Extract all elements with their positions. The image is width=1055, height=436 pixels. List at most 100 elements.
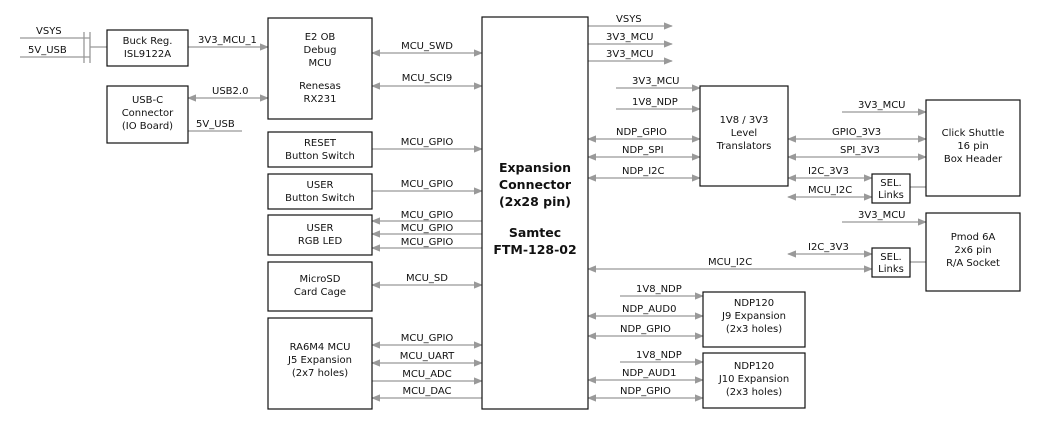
i2c-3v3-a-label: I2C_3V3 — [808, 166, 849, 177]
user-btn-line-1: USER — [307, 180, 334, 191]
usbc-5v-label: 5V_USB — [196, 119, 235, 130]
expansion-line-6: FTM-128-02 — [493, 242, 576, 257]
led-gpio-label-2: MCU_GPIO — [401, 223, 454, 234]
click-shuttle-block — [925, 99, 1021, 197]
translators-line-3: Translators — [716, 141, 772, 152]
usb2-label: USB2.0 — [212, 86, 248, 97]
ndp-j10-line-3: (2x3 holes) — [726, 387, 782, 398]
sel1-line-1: SEL. — [880, 178, 901, 189]
sel-links-block-1 — [871, 173, 911, 204]
ra-gpio-label: MCU_GPIO — [401, 333, 454, 344]
reset-button-block — [267, 131, 373, 168]
ndp-spi-label: NDP_SPI — [622, 145, 664, 156]
pmod-block — [925, 212, 1021, 292]
expansion-line-5: Samtec — [509, 225, 561, 240]
ra-dac-label: MCU_DAC — [402, 386, 451, 397]
sel2-line-1: SEL. — [880, 252, 901, 263]
usbc-line-2: Connector — [122, 108, 174, 119]
j9-aud0-label: NDP_AUD0 — [622, 304, 676, 315]
ndp-j9-line-3: (2x3 holes) — [726, 324, 782, 335]
vsys-input-label: VSYS — [36, 26, 62, 37]
userbtn-gpio-label: MCU_GPIO — [401, 179, 454, 190]
sci9-label: MCU_SCI9 — [402, 73, 453, 84]
e2ob-line-6: RX231 — [304, 94, 337, 105]
microsd-line-1: MicroSD — [300, 274, 341, 285]
out-vsys-label: VSYS — [616, 14, 642, 25]
expansion-line-1: Expansion — [499, 160, 571, 175]
pmod-line-2: 2x6 pin — [954, 245, 991, 256]
translators-line-2: Level — [731, 128, 757, 139]
j10-gpio-label: NDP_GPIO — [620, 386, 671, 397]
user-button-block — [267, 173, 373, 210]
led-gpio-label-1: MCU_GPIO — [401, 210, 454, 221]
user-btn-line-2: Button Switch — [285, 193, 355, 204]
usbc-line-3: (IO Board) — [122, 121, 173, 132]
e2ob-line-5: Renesas — [299, 81, 341, 92]
sd-label: MCU_SD — [406, 273, 448, 284]
buck-line-1: Buck Reg. — [123, 36, 173, 47]
usb5v-input-label: 5V_USB — [28, 45, 67, 56]
ra6m4-line-2: J5 Expansion — [287, 355, 352, 366]
user-led-line-1: USER — [307, 223, 334, 234]
reset-line-2: Button Switch — [285, 151, 355, 162]
reset-line-1: RESET — [304, 138, 337, 149]
mcu-3v3-1-label: 3V3_MCU_1 — [198, 35, 257, 46]
translators-line-1: 1V8 / 3V3 — [720, 115, 769, 126]
input-switch-symbol — [83, 32, 107, 63]
click-line-2: 16 pin — [957, 141, 988, 152]
pmod-3v3-label: 3V3_MCU — [858, 210, 906, 221]
click-3v3-label: 3V3_MCU — [858, 100, 906, 111]
ndp-gpio-label: NDP_GPIO — [616, 127, 667, 138]
microsd-block — [267, 261, 373, 312]
lt-3v3-label: 3V3_MCU — [632, 76, 680, 87]
e2ob-debug-block — [267, 17, 373, 120]
ndp-j10-line-1: NDP120 — [734, 361, 774, 372]
ra6m4-expansion-block — [267, 317, 373, 410]
sel1-line-2: Links — [878, 190, 904, 201]
sel-links-block-2 — [871, 247, 911, 278]
mcu-i2c-a-label: MCU_I2C — [808, 185, 852, 196]
ra6m4-line-1: RA6M4 MCU — [290, 342, 351, 353]
usbc-connector-block — [106, 85, 189, 144]
j9-gpio-label: NDP_GPIO — [620, 324, 671, 335]
ra-adc-label: MCU_ADC — [402, 369, 451, 380]
j10-1v8-label: 1V8_NDP — [636, 350, 682, 361]
out-3v3a-label: 3V3_MCU — [606, 32, 654, 43]
click-line-3: Box Header — [944, 154, 1003, 165]
ndp-i2c-label: NDP_I2C — [622, 166, 665, 177]
pmod-line-3: R/A Socket — [946, 258, 1000, 269]
expansion-line-2: Connector — [499, 177, 572, 192]
ra6m4-line-3: (2x7 holes) — [292, 368, 348, 379]
expansion-connector-block — [481, 16, 589, 410]
j9-1v8-label: 1V8_NDP — [636, 284, 682, 295]
user-led-line-2: RGB LED — [298, 236, 343, 247]
e2ob-line-1: E2 OB — [305, 32, 336, 43]
buck-regulator-block — [106, 29, 189, 67]
e2ob-line-2: Debug — [304, 45, 337, 56]
pmod-line-1: Pmod 6A — [951, 232, 996, 243]
spi-3v3-label: SPI_3V3 — [840, 145, 880, 156]
lt-1v8-label: 1V8_NDP — [632, 97, 678, 108]
click-line-1: Click Shuttle — [942, 128, 1005, 139]
led-gpio-label-3: MCU_GPIO — [401, 237, 454, 248]
ndp-j10-line-2: J10 Expansion — [718, 374, 789, 385]
ndp-j9-line-1: NDP120 — [734, 298, 774, 309]
swd-label: MCU_SWD — [401, 41, 453, 52]
buck-line-2: ISL9122A — [124, 49, 171, 60]
ra-uart-label: MCU_UART — [400, 351, 455, 362]
j10-aud1-label: NDP_AUD1 — [622, 368, 676, 379]
gpio-3v3-label: GPIO_3V3 — [832, 127, 881, 138]
expansion-line-3: (2x28 pin) — [499, 194, 571, 209]
out-3v3b-label: 3V3_MCU — [606, 49, 654, 60]
sel2-line-2: Links — [878, 264, 904, 275]
mcu-i2c-b-label: MCU_I2C — [708, 257, 752, 268]
usbc-line-1: USB-C — [132, 95, 163, 106]
e2ob-line-3: MCU — [309, 58, 332, 69]
microsd-line-2: Card Cage — [294, 287, 346, 298]
ndp-j10-block — [702, 352, 806, 409]
level-translators-block — [699, 85, 789, 187]
ndp-j9-line-2: J9 Expansion — [721, 311, 786, 322]
reset-gpio-label: MCU_GPIO — [401, 137, 454, 148]
